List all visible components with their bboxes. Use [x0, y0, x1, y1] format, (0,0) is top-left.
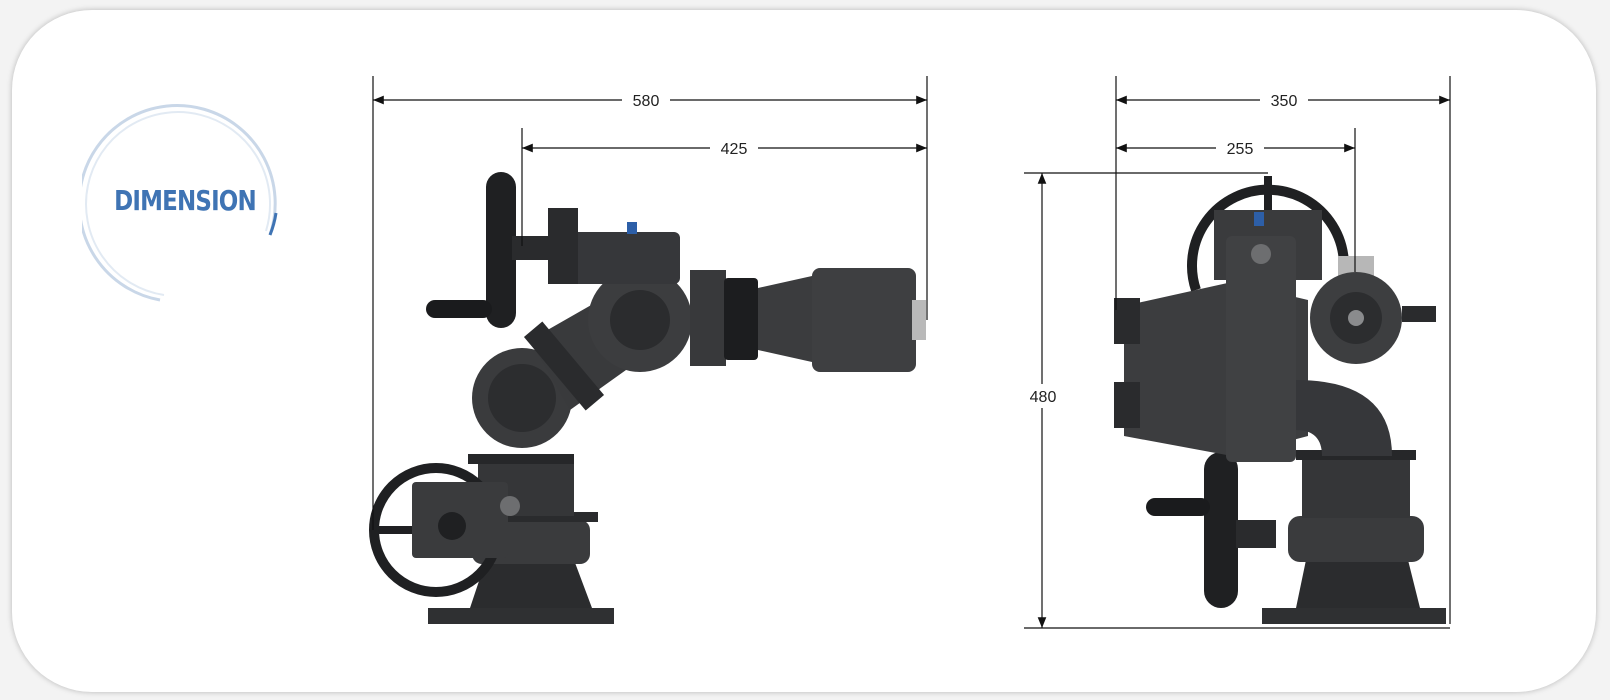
front-view-valve [1114, 176, 1446, 624]
front-height-label: 480 [1030, 389, 1057, 406]
section-title: DIMENSION [114, 184, 257, 217]
front-partial-width-label: 255 [1227, 141, 1254, 158]
side-view-valve [369, 172, 926, 624]
side-partial-width-label: 425 [721, 141, 748, 158]
badge-ring [82, 104, 278, 302]
front-overall-width-label: 350 [1271, 93, 1298, 110]
side-overall-width-label: 580 [633, 93, 660, 110]
